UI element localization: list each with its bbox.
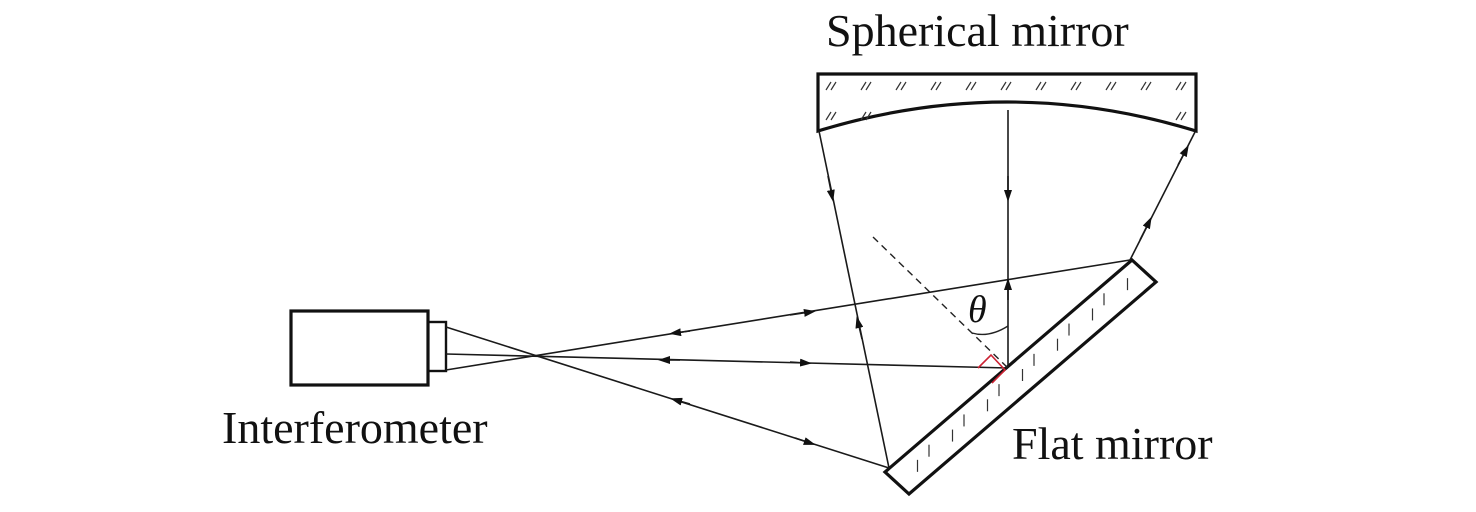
spherical-mirror-label: Spherical mirror (826, 5, 1129, 56)
hatch-mark (860, 111, 867, 121)
hatch-mark (865, 111, 872, 121)
spherical-mirror (816, 72, 1198, 134)
hatch-mark (1075, 81, 1082, 91)
hatch-mark (1180, 111, 1187, 121)
hatch-mark (825, 81, 832, 91)
hatch-mark (830, 81, 837, 91)
arrow-left-fold-down (826, 175, 835, 202)
flat-mirror-normal (872, 236, 1009, 369)
hatch-mark (1145, 81, 1152, 91)
arrow-top-right (789, 308, 816, 317)
hatch-mark (1175, 111, 1182, 121)
theta-label: θ (968, 289, 987, 331)
ray-paths (445, 110, 1196, 469)
arrow-top-left (669, 328, 691, 337)
hatch-mark (830, 111, 837, 121)
hatch-mark (1000, 81, 1007, 91)
arrow-left-fold-up (855, 316, 864, 340)
interferometer-device (289, 309, 448, 387)
hatch-mark (1070, 81, 1077, 91)
spherical-mirror-hatching (825, 81, 1187, 121)
spherical-mirror-body (816, 72, 1198, 134)
hatch-mark (860, 81, 867, 91)
hatch-mark (935, 81, 942, 91)
hatch-mark (970, 81, 977, 91)
hatch-mark (1140, 81, 1147, 91)
hatch-mark (1105, 81, 1112, 91)
hatch-mark (895, 81, 902, 91)
arrow-bottom-right (794, 437, 816, 445)
interferometer-body (289, 309, 430, 387)
hatch-mark (1035, 81, 1042, 91)
hatch-mark (930, 81, 937, 91)
hatch-mark (1110, 81, 1117, 91)
hatch-mark (825, 111, 832, 121)
flat-mirror (882, 257, 1159, 497)
arrow-right-fold-lower (1139, 216, 1152, 241)
arrow-bottom-left (670, 397, 691, 406)
theta-arc (971, 325, 1009, 336)
hatch-mark (1175, 81, 1182, 91)
ray-top-upper (445, 259, 1131, 371)
flat-mirror-hatching (916, 278, 1129, 472)
hatch-mark (1180, 81, 1187, 91)
flat-mirror-label: Flat mirror (1012, 418, 1213, 469)
ray-center (445, 353, 1009, 369)
ray-bottom-lower (445, 326, 890, 469)
hatch-mark (965, 81, 972, 91)
interferometer-aperture (426, 320, 448, 373)
right-angle-marker (977, 353, 1007, 384)
hatch-mark (1005, 81, 1012, 91)
hatch-mark (865, 81, 872, 91)
arrow-right-fold-upper (1177, 144, 1189, 166)
hatch-mark (900, 81, 907, 91)
interferometer-label: Interferometer (222, 402, 488, 453)
hatch-mark (1040, 81, 1047, 91)
arrow-center-right (789, 358, 812, 367)
flat-mirror-body (882, 257, 1159, 497)
